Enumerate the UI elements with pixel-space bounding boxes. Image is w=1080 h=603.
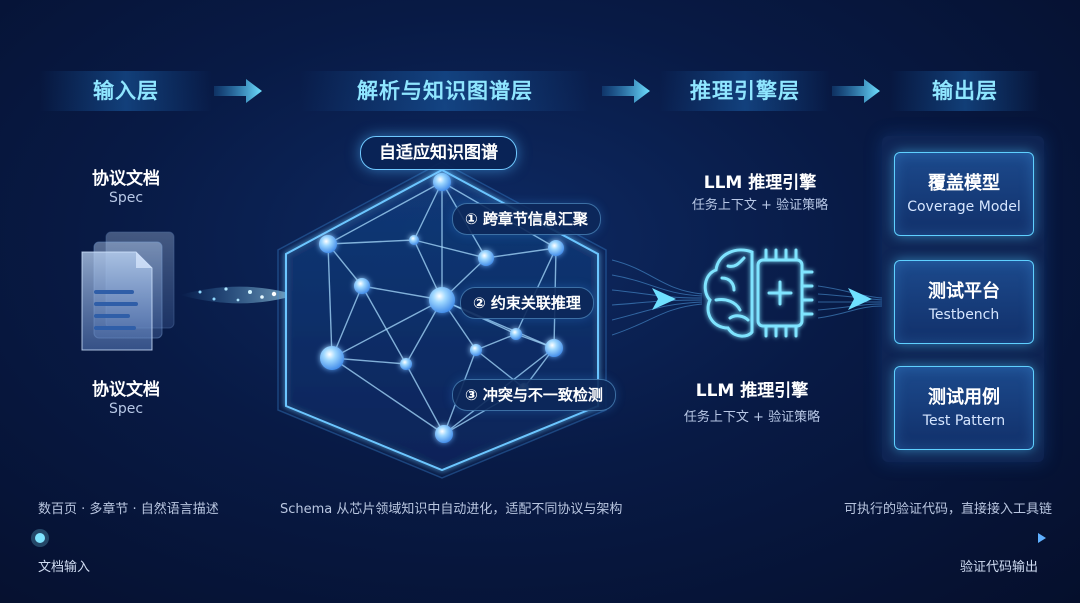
brain-chip-icon: [703, 248, 814, 338]
header-parse-layer: 解析与知识图谱层: [300, 71, 590, 111]
doc-subtitle: Spec: [108, 401, 144, 417]
output-box-coverage-model: 覆盖模型 Coverage Model: [894, 152, 1034, 236]
doc-title: 协议文档: [92, 169, 160, 189]
header-arrow-icon: [214, 79, 262, 103]
output-box-title: 测试平台: [928, 281, 1000, 302]
timeline-bar: [31, 529, 1046, 547]
header-arrow-icon: [602, 79, 650, 103]
output-panel: 覆盖模型 Coverage Model 测试平台 Testbench 测试用例 …: [882, 136, 1044, 462]
output-box-title: 覆盖模型: [928, 173, 1000, 194]
particle-stream: [180, 286, 285, 304]
header-input-layer: 输入层: [40, 71, 212, 111]
engine-subtitle: 任务上下文 + 验证策略: [691, 198, 829, 213]
graph-step-tag: ③ 冲突与不一致检测: [452, 379, 616, 411]
graph-step-tag: ② 约束关联推理: [460, 287, 594, 319]
output-box-test-pattern: 测试用例 Test Pattern: [894, 366, 1034, 450]
output-box-title: 测试用例: [928, 387, 1000, 408]
engine-title: LLM 推理引擎: [703, 173, 817, 193]
knowledge-graph-title: 自适应知识图谱: [360, 136, 517, 170]
header-output-layer: 输出层: [890, 71, 1040, 111]
output-box-testbench: 测试平台 Testbench: [894, 260, 1034, 344]
doc-subtitle: Spec: [108, 190, 144, 206]
doc-title: 协议文档: [92, 380, 160, 400]
engine-title: LLM 推理引擎: [695, 381, 809, 401]
header-reason-layer: 推理引擎层: [660, 71, 830, 111]
note-graph: Schema 从芯片领域知识中自动进化，适配不同协议与架构: [280, 502, 623, 517]
timeline-start-label: 文档输入: [38, 560, 91, 575]
document-stack-icon: [81, 231, 175, 351]
engine-subtitle: 任务上下文 + 验证策略: [683, 410, 821, 425]
note-output: 可执行的验证代码，直接接入工具链: [844, 502, 1053, 517]
timeline-end-label: 验证代码输出: [960, 560, 1039, 575]
note-input: 数百页 · 多章节 · 自然语言描述: [38, 502, 219, 517]
output-box-subtitle: Testbench: [928, 307, 1000, 323]
arrow-icon: [848, 288, 872, 310]
output-box-subtitle: Test Pattern: [922, 413, 1006, 429]
arrow-icon: [652, 288, 676, 310]
output-box-subtitle: Coverage Model: [907, 199, 1021, 215]
header-arrow-icon: [832, 79, 880, 103]
graph-step-tag: ① 跨章节信息汇聚: [452, 203, 601, 235]
